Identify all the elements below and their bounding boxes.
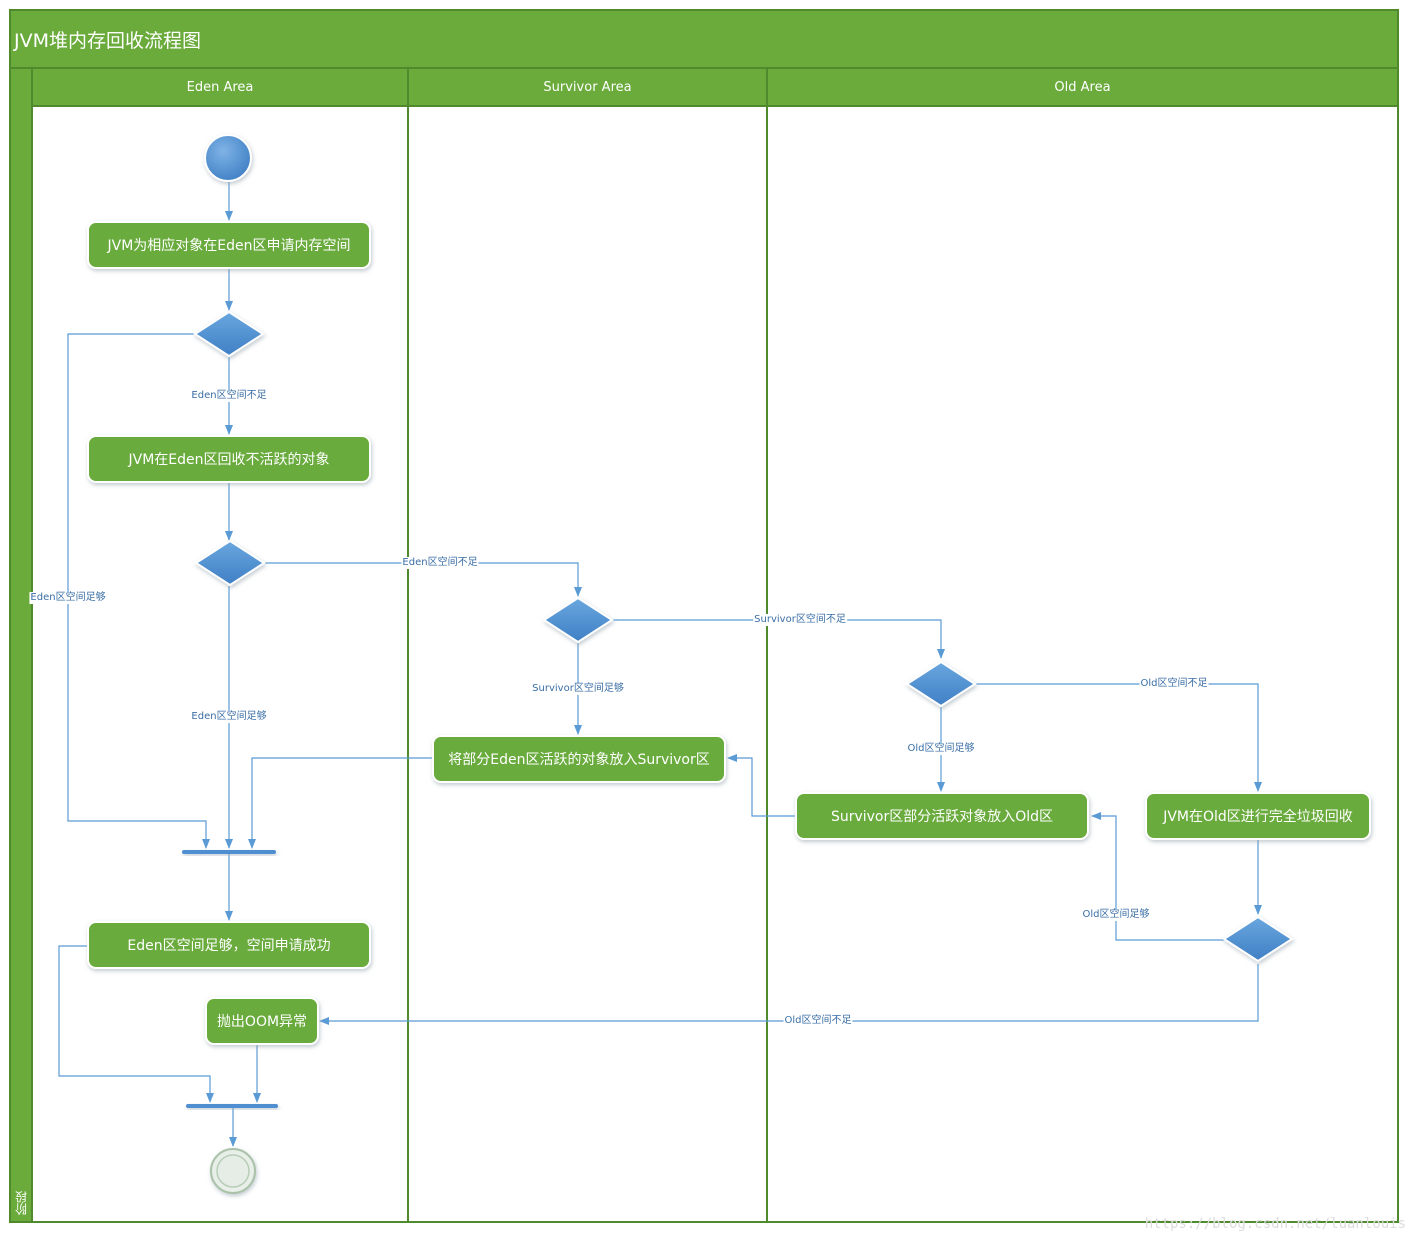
activity-eden-collect-box	[87, 435, 371, 483]
lane-title-eden: Eden Area	[186, 79, 254, 95]
join-bar-2	[186, 1104, 278, 1108]
edge-label-old-insufficient-2: Old区空间不足	[783, 1015, 853, 1027]
edge-decision3-to-decision4	[612, 619, 945, 659]
activity-throw-oom: 抛出OOM异常	[216, 1014, 308, 1030]
edge-label-old-insufficient-1: Old区空间不足	[1139, 678, 1209, 690]
edge-old-to-survivor	[727, 754, 795, 817]
watermark: https://blog.csdn.net/luanlouis	[1144, 1216, 1406, 1232]
edge-label-survivor-insufficient: Survivor区空间不足	[753, 614, 847, 626]
lane-header-eden	[31, 67, 409, 107]
join-bar-1	[182, 850, 276, 854]
stage-column	[9, 67, 33, 1223]
decision-eden-space-2	[194, 539, 266, 587]
activity-throw-oom-box	[205, 997, 319, 1045]
stage-label: 阶段	[14, 1191, 29, 1215]
start-node	[204, 134, 252, 182]
activity-old-fullgc-box	[1145, 792, 1371, 840]
activity-move-to-old: Survivor区部分活跃对象放入Old区	[830, 809, 1054, 825]
edge-decision5-to-old	[1091, 812, 1225, 941]
activity-move-survivor-box	[432, 735, 726, 783]
title-bar	[9, 9, 1399, 69]
edge-label-eden-insufficient-1: Eden区空间不足	[190, 390, 268, 402]
edge-decision1-to-join1	[67, 333, 210, 849]
lane-title-survivor: Survivor Area	[543, 79, 632, 95]
edge-decision2-to-decision3	[264, 562, 582, 597]
edge-label-eden-sufficient-1: Eden区空间足够	[29, 592, 107, 604]
edge-survivor-to-join1	[248, 757, 432, 849]
edge-decision4-to-fullgc	[975, 683, 1262, 792]
activity-eden-success-box	[87, 921, 371, 969]
edge-decision5-to-oom	[319, 964, 1259, 1025]
edge-label-survivor-sufficient: Survivor区空间足够	[531, 683, 625, 695]
end-node-inner	[216, 1154, 250, 1188]
lane-header-old	[766, 67, 1399, 107]
activity-eden-collect: JVM在Eden区回收不活跃的对象	[128, 452, 330, 468]
decision-survivor-space	[542, 596, 614, 644]
lane-title-old: Old Area	[1054, 79, 1111, 95]
decision-old-space-1	[905, 660, 977, 708]
edge-label-old-sufficient-1: Old区空间足够	[906, 743, 976, 755]
edge-label-old-sufficient-2: Old区空间足够	[1081, 909, 1151, 921]
decision-old-space-2	[1222, 915, 1294, 963]
activity-eden-request: JVM为相应对象在Eden区申请内存空间	[107, 238, 351, 254]
activity-old-full-gc: JVM在Old区进行完全垃圾回收	[1163, 809, 1353, 825]
diagram-title: JVM堆内存回收流程图	[14, 30, 201, 52]
edge-success-to-join2	[58, 945, 214, 1103]
edge-label-eden-sufficient-2: Eden区空间足够	[190, 711, 268, 723]
decision-eden-space-1	[193, 310, 265, 358]
lane-body-old	[766, 105, 1399, 1223]
activity-eden-request-box	[87, 221, 371, 269]
activity-eden-success: Eden区空间足够，空间申请成功	[127, 938, 331, 954]
activity-move-to-survivor: 将部分Eden区活跃的对象放入Survivor区	[448, 752, 710, 768]
edge-label-eden-insufficient-2: Eden区空间不足	[401, 557, 479, 569]
activity-move-old-box	[795, 792, 1089, 840]
